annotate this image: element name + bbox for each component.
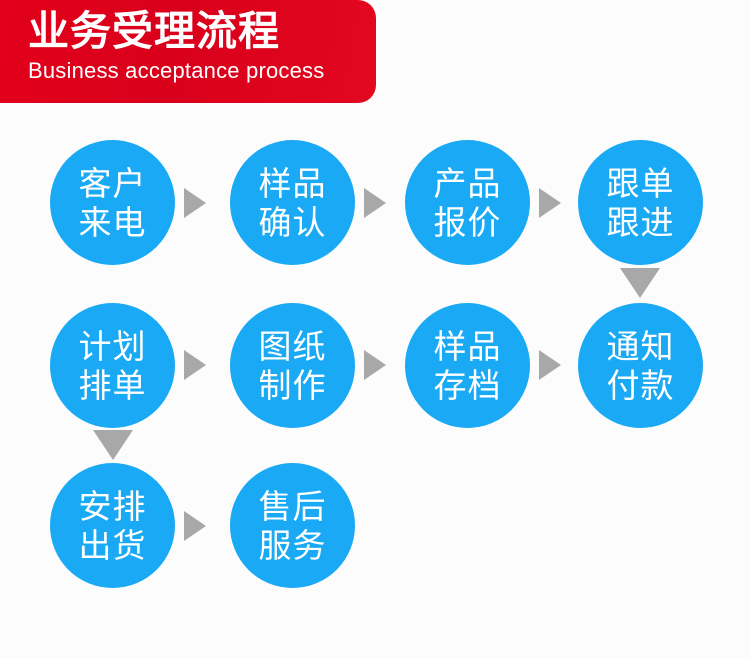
flow-node-customer-call[interactable]: 客户 来电: [50, 140, 175, 265]
banner-title-chinese: 业务受理流程: [28, 7, 280, 55]
flow-node-line-1: 计划: [78, 326, 147, 366]
flow-node-line-1: 客户: [78, 163, 147, 203]
flow-node-line-2: 出货: [78, 525, 147, 565]
flow-node-line-2: 确认: [258, 202, 327, 242]
flow-node-drawing-production[interactable]: 图纸 制作: [230, 303, 355, 428]
flow-node-line-2: 制作: [258, 365, 327, 405]
flow-node-line-1: 通知: [606, 326, 675, 366]
arrow-right-icon-n3-n4: [539, 188, 561, 218]
flow-node-arrange-shipment[interactable]: 安排 出货: [50, 463, 175, 588]
flow-node-line-2: 跟进: [606, 202, 675, 242]
flow-node-payment-notice[interactable]: 通知 付款: [578, 303, 703, 428]
flow-node-line-1: 图纸: [258, 326, 327, 366]
flow-node-sample-confirm[interactable]: 样品 确认: [230, 140, 355, 265]
flow-node-line-1: 跟单: [606, 163, 675, 203]
arrow-right-icon-n1-n2: [184, 188, 206, 218]
flow-node-line-2: 来电: [78, 202, 147, 242]
flow-node-line-2: 报价: [433, 202, 502, 242]
flow-node-line-1: 售后: [258, 486, 327, 526]
flow-node-product-quotation[interactable]: 产品 报价: [405, 140, 530, 265]
flow-node-plan-scheduling[interactable]: 计划 排单: [50, 303, 175, 428]
arrow-down-icon-n4-n8: [620, 268, 660, 298]
flow-node-after-sales-service[interactable]: 售后 服务: [230, 463, 355, 588]
arrow-right-icon-n7-n8: [539, 350, 561, 380]
flow-node-line-1: 样品: [433, 326, 502, 366]
flow-node-line-1: 产品: [433, 163, 502, 203]
flow-node-line-2: 存档: [433, 365, 502, 405]
flow-node-order-followup[interactable]: 跟单 跟进: [578, 140, 703, 265]
arrow-right-icon-n5-n6: [184, 350, 206, 380]
header-banner: 业务受理流程 Business acceptance process: [0, 0, 376, 103]
arrow-right-icon-n6-n7: [364, 350, 386, 380]
flow-node-line-1: 样品: [258, 163, 327, 203]
flow-node-sample-archive[interactable]: 样品 存档: [405, 303, 530, 428]
banner-title-english: Business acceptance process: [28, 58, 325, 83]
flow-node-line-2: 排单: [78, 365, 147, 405]
flow-node-line-2: 付款: [606, 365, 675, 405]
arrow-right-icon-n2-n3: [364, 188, 386, 218]
arrow-down-icon-n5-n9: [93, 430, 133, 460]
arrow-right-icon-n9-n10: [184, 511, 206, 541]
flow-node-line-2: 服务: [258, 525, 327, 565]
flow-node-line-1: 安排: [78, 486, 147, 526]
